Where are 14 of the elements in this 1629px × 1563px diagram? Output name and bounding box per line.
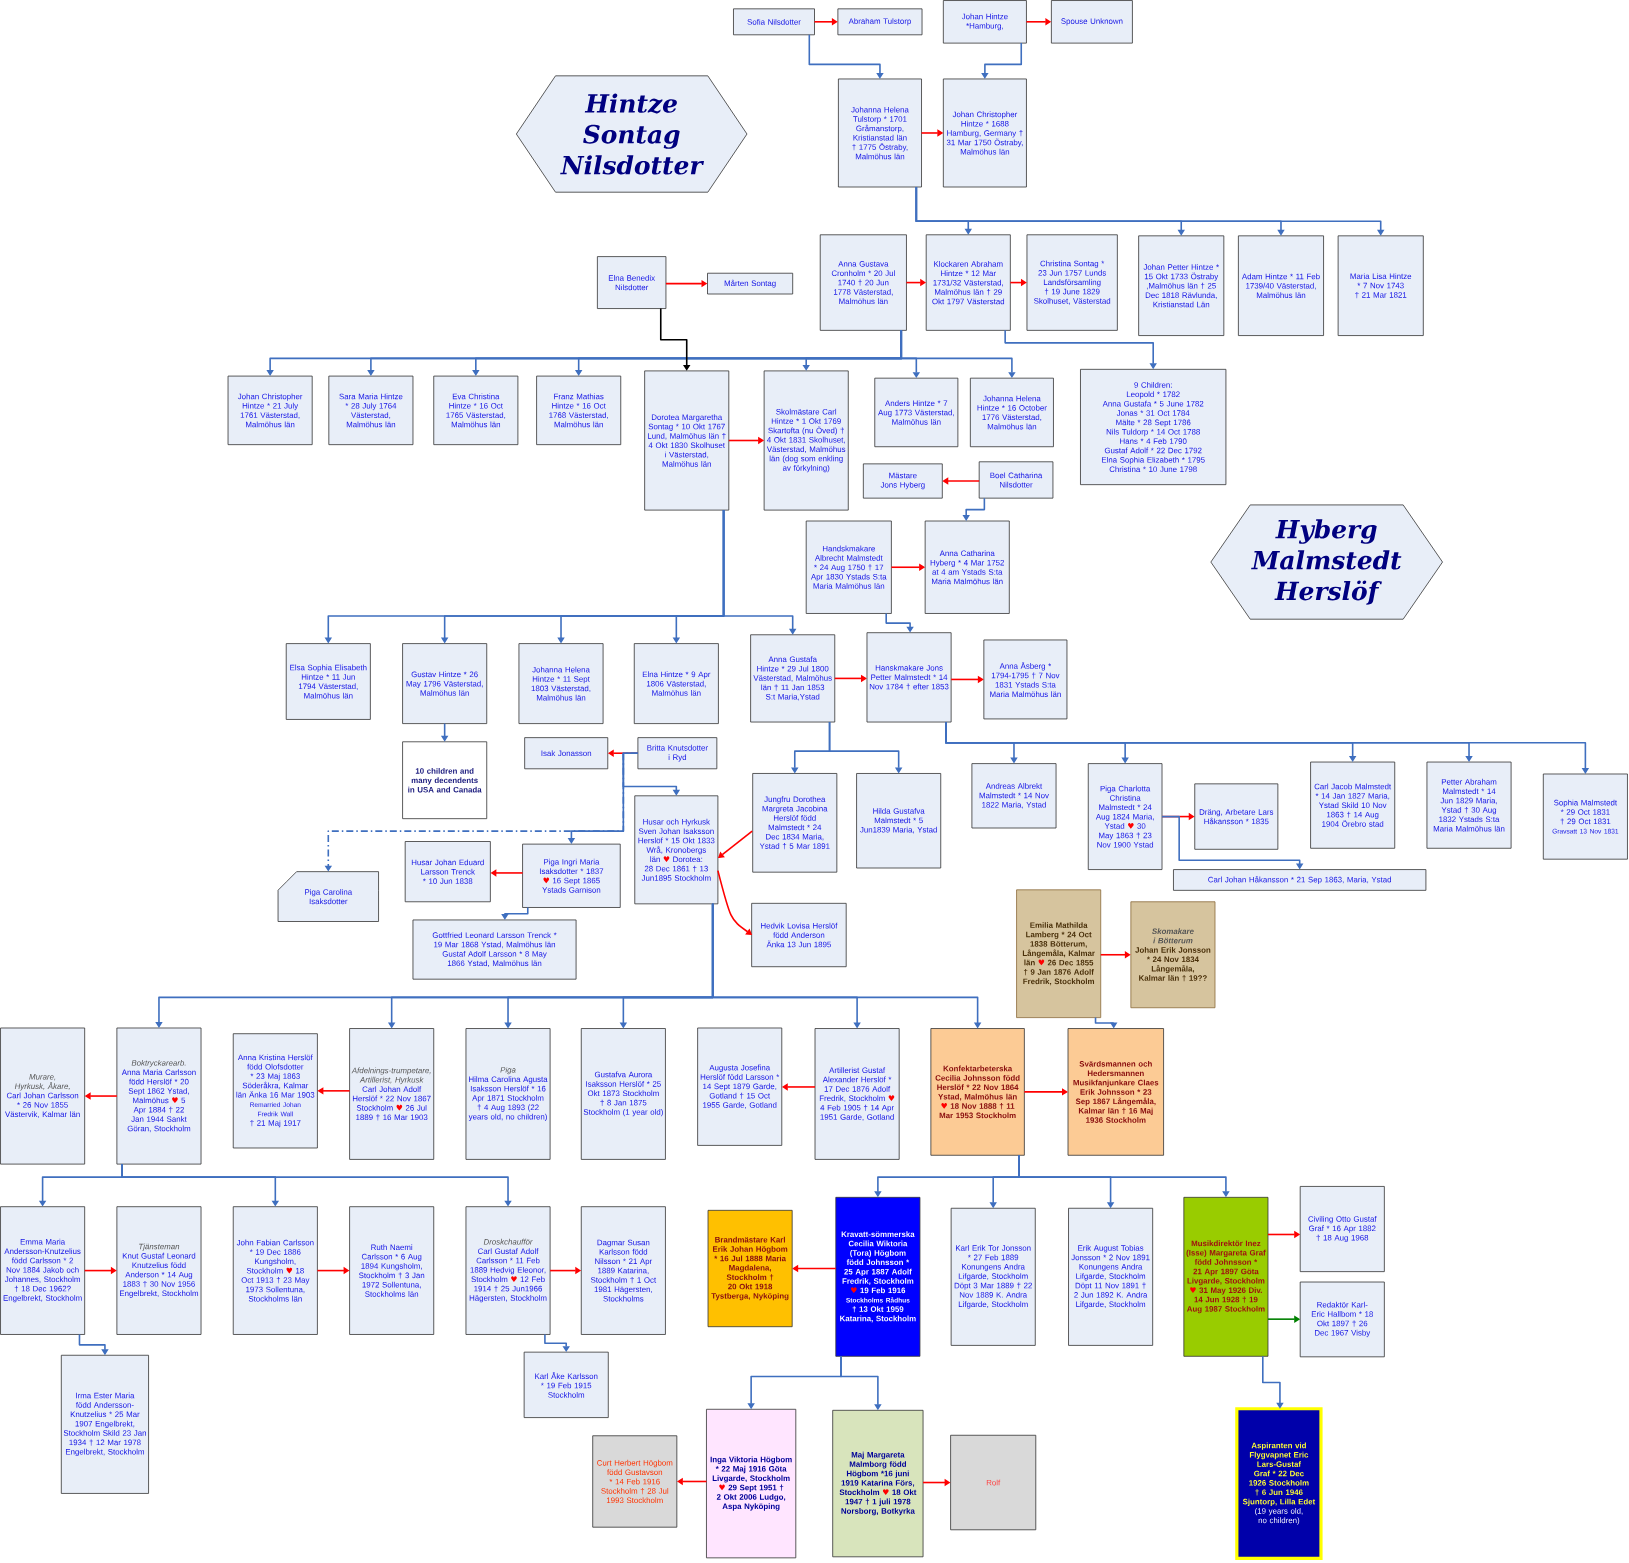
arrow [711, 903, 982, 1029]
arrow [1161, 816, 1304, 870]
arrow [722, 509, 797, 635]
arrow [1099, 951, 1131, 959]
title-banner: Hyberg Malmstedt Herslöf [1210, 504, 1443, 620]
arrow [1094, 1017, 1118, 1029]
title-banner: Hintze Sontag Nilsdotter [515, 75, 748, 193]
arrow [792, 1265, 837, 1273]
arrow [915, 186, 1385, 236]
arrow [1262, 1355, 1284, 1409]
arrow [813, 18, 838, 26]
arrow [121, 1163, 512, 1207]
arrow [1023, 1088, 1068, 1096]
arrow [885, 612, 914, 633]
